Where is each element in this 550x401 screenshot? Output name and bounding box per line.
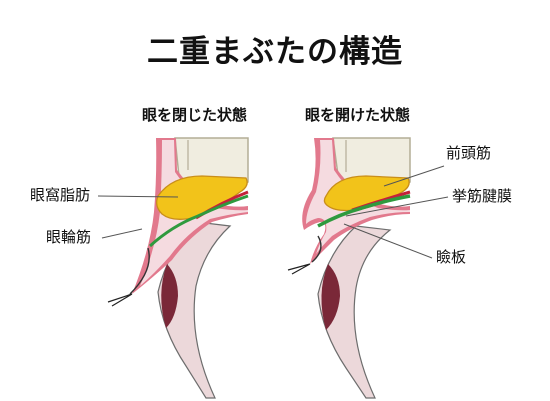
open-eye-figure (287, 137, 449, 399)
label-tarsal-plate: 瞼板 (436, 248, 467, 266)
iris (161, 264, 178, 328)
label-orbital-fat: 眼窩脂肪 (30, 186, 91, 204)
leader-frontalis (383, 165, 445, 187)
leader-aponeurosis (345, 196, 449, 217)
label-levator-aponeurosis: 挙筋腱膜 (452, 187, 513, 205)
label-orbicularis-muscle: 眼輪筋 (46, 228, 92, 246)
heading-eye-open: 眼を開けた状態 (305, 106, 411, 124)
leader-orbicularis (101, 228, 143, 239)
eyelashes (287, 263, 311, 275)
eyelashes (107, 293, 133, 307)
label-frontalis-muscle: 前頭筋 (446, 144, 492, 162)
levator-aponeurosis (148, 194, 249, 248)
leader-fat-pad (97, 195, 179, 198)
tarsal-plate (129, 247, 150, 295)
heading-eye-closed: 眼を閉じた状態 (142, 106, 248, 124)
iris (321, 264, 340, 330)
closed-eye-figure (97, 137, 249, 399)
levator-aponeurosis (317, 194, 411, 228)
leader-tarsus (343, 223, 433, 259)
eyeball (317, 225, 392, 399)
eyeball (157, 221, 232, 399)
diagram-title: 二重まぶたの構造 (147, 34, 403, 70)
tarsal-plate (311, 235, 322, 263)
